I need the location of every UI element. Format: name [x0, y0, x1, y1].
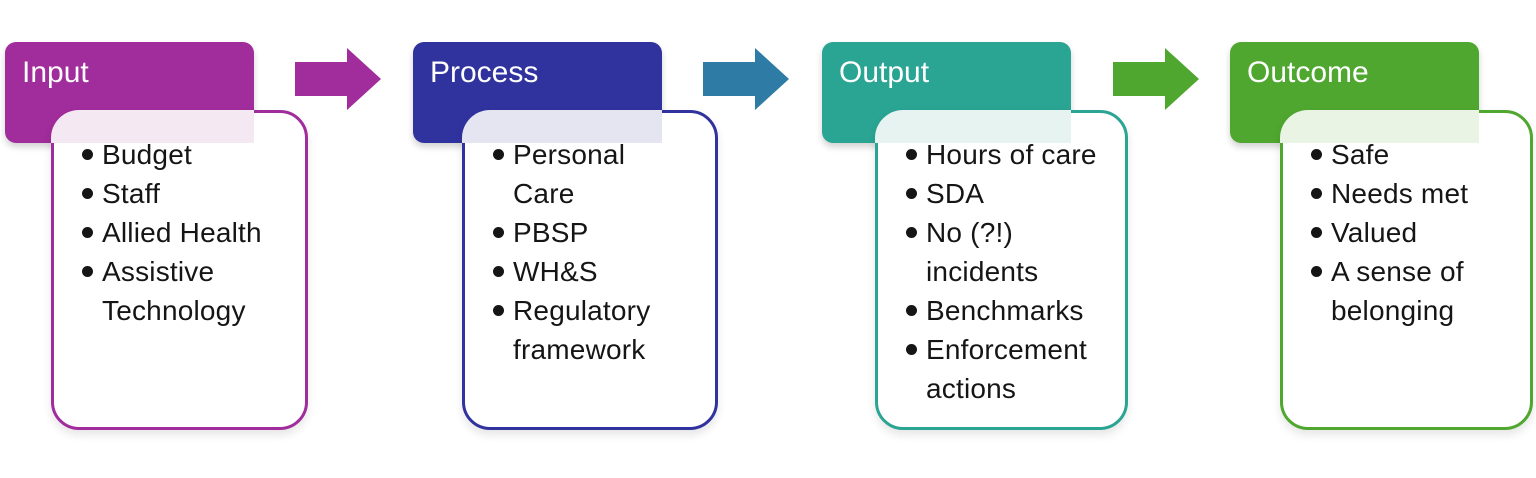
bullet-item-label: Safe [1331, 139, 1390, 170]
arrow-output-to-outcome-icon [1113, 48, 1199, 110]
bullet-item-label: Staff [102, 178, 161, 209]
bullet-item: PBSP [465, 213, 715, 252]
bullet-item: Benchmarks [878, 291, 1125, 330]
bullet-dot-icon [493, 305, 504, 316]
bullet-item: Enforcement actions [878, 330, 1125, 408]
bullet-dot-icon [906, 188, 917, 199]
bullet-item-label: WH&S [513, 256, 598, 287]
bullet-item-label: Needs met [1331, 178, 1469, 209]
arrow-input-to-process-icon [295, 48, 381, 110]
bullet-dot-icon [82, 149, 93, 160]
bullet-item: Safe [1283, 135, 1530, 174]
bullet-item-label: Valued [1331, 217, 1418, 248]
bullet-item-label: Hours of care [926, 139, 1097, 170]
bullet-item: Needs met [1283, 174, 1530, 213]
stage-title: Output [839, 56, 930, 89]
bullet-item: WH&S [465, 252, 715, 291]
bullet-dot-icon [493, 227, 504, 238]
bullet-dot-icon [493, 149, 504, 160]
bullet-dot-icon [1311, 188, 1322, 199]
stage-title: Input [22, 56, 89, 89]
bullet-item-label: Personal Care [513, 139, 626, 209]
bullet-dot-icon [906, 227, 917, 238]
bullet-item: Personal Care [465, 135, 715, 213]
bullet-dot-icon [1311, 227, 1322, 238]
bullet-dot-icon [82, 227, 93, 238]
bullet-item-label: Assistive Technology [102, 256, 246, 326]
bullet-dot-icon [82, 188, 93, 199]
header-overlap-tint [1280, 110, 1479, 143]
bullet-item-label: Benchmarks [926, 295, 1084, 326]
bullet-dot-icon [906, 344, 917, 355]
header-overlap-tint [875, 110, 1071, 143]
bullet-dot-icon [1311, 266, 1322, 277]
bullet-item: Allied Health [54, 213, 305, 252]
bullet-item-label: PBSP [513, 217, 589, 248]
stage-title: Process [430, 56, 539, 89]
bullet-dot-icon [1311, 149, 1322, 160]
bullet-dot-icon [906, 305, 917, 316]
bullet-item-label: No (?!) incidents [926, 217, 1039, 287]
bullet-item-label: A sense of belonging [1331, 256, 1464, 326]
bullet-item: Regulatory framework [465, 291, 715, 369]
bullet-item-label: SDA [926, 178, 985, 209]
header-overlap-tint [462, 110, 662, 143]
bullet-item: No (?!) incidents [878, 213, 1125, 291]
bullet-item-label: Enforcement actions [926, 334, 1087, 404]
bullet-item: Assistive Technology [54, 252, 305, 330]
bullet-item-label: Allied Health [102, 217, 262, 248]
bullet-item: Staff [54, 174, 305, 213]
bullet-item: Budget [54, 135, 305, 174]
bullet-dot-icon [493, 266, 504, 277]
bullet-item: Valued [1283, 213, 1530, 252]
stage-title: Outcome [1247, 56, 1369, 89]
bullet-item: A sense of belonging [1283, 252, 1530, 330]
bullet-item: Hours of care [878, 135, 1125, 174]
header-overlap-tint [51, 110, 254, 143]
bullet-dot-icon [82, 266, 93, 277]
bullet-dot-icon [906, 149, 917, 160]
bullet-item-label: Regulatory framework [513, 295, 651, 365]
bullet-item: SDA [878, 174, 1125, 213]
arrow-process-to-output-icon [703, 48, 789, 110]
bullet-item-label: Budget [102, 139, 192, 170]
